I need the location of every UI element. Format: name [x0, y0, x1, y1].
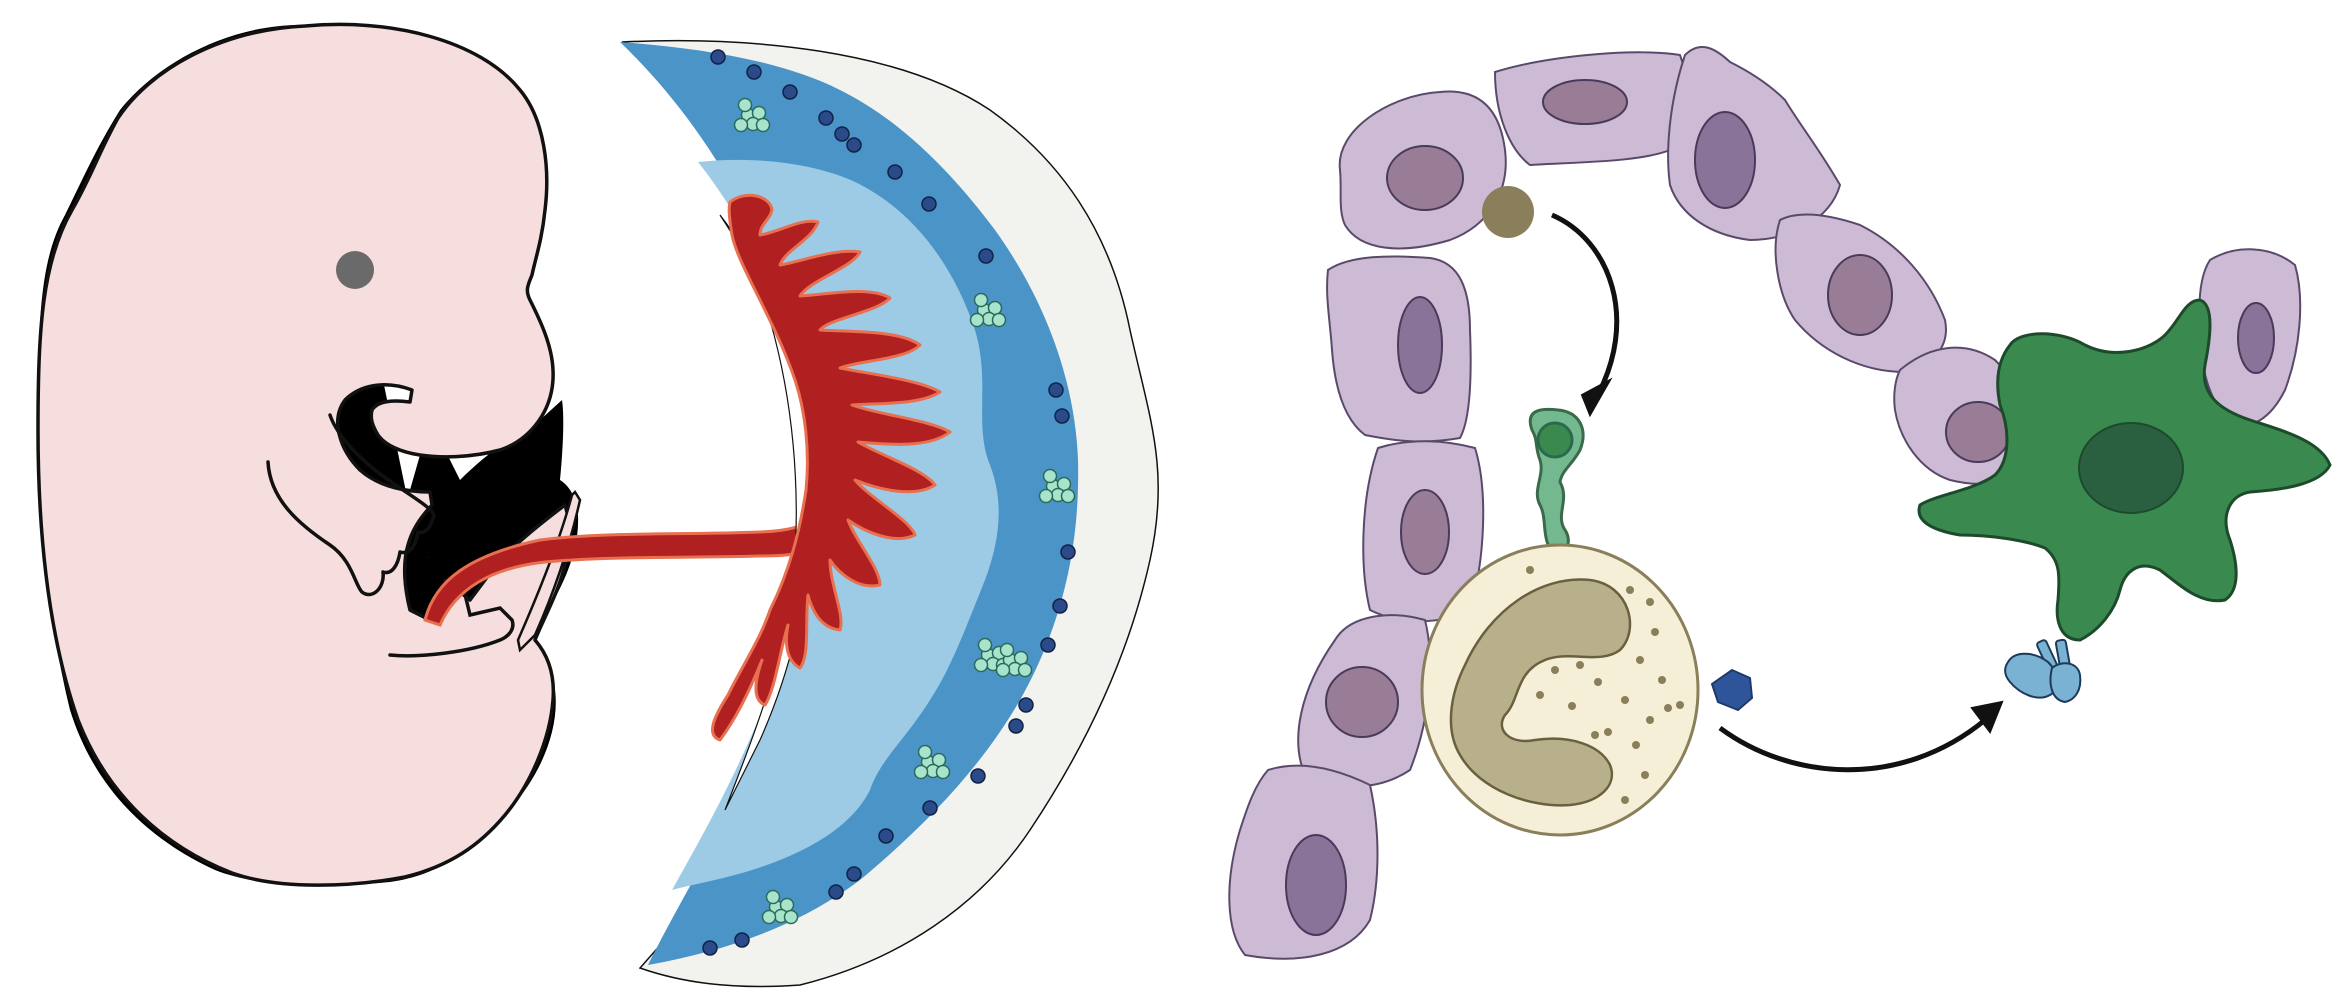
embryo-arm	[266, 413, 436, 597]
tissue-immune-panel	[1228, 45, 2332, 960]
maternal-cell	[878, 828, 894, 844]
epithelial-nucleus	[1400, 489, 1450, 575]
maternal-cell	[1040, 637, 1056, 653]
granule	[1641, 771, 1649, 779]
granule-particle	[1482, 186, 1534, 238]
maternal-cell	[921, 196, 937, 212]
granule	[1621, 696, 1629, 704]
granule	[1536, 691, 1544, 699]
granule	[1568, 702, 1576, 710]
granule	[1594, 678, 1602, 686]
granule	[1621, 796, 1629, 804]
epithelial-nucleus	[1325, 666, 1399, 738]
neutrophil-granules	[1526, 566, 1684, 804]
maternal-cell	[734, 932, 750, 948]
maternal-cell	[702, 940, 718, 956]
antigen	[1710, 668, 1754, 712]
epithelial-nucleus	[1542, 79, 1628, 125]
epithelial-nucleus	[1827, 254, 1893, 336]
maternal-cell	[922, 800, 938, 816]
epithelial-nucleus	[1945, 401, 2011, 463]
arrow-antigen-to-dendritic	[1718, 718, 1987, 773]
granule	[1551, 666, 1559, 674]
maternal-cells	[702, 49, 1076, 956]
dendritic-cell	[1917, 298, 2332, 642]
neutrophil-nucleus	[1449, 578, 1632, 807]
neutrophil	[1420, 543, 1700, 837]
maternal-cell	[828, 884, 844, 900]
maternal-cell	[710, 49, 726, 65]
placenta	[620, 39, 1160, 988]
arrow-head	[1580, 377, 1613, 418]
granule	[1632, 741, 1640, 749]
epithelial-nucleus	[1285, 834, 1347, 936]
maternal-cell	[978, 248, 994, 264]
embryo-eye	[336, 251, 374, 289]
granule	[1646, 598, 1654, 606]
epithelial-nucleus	[1397, 296, 1443, 394]
granule	[1636, 656, 1644, 664]
maternal-cell	[846, 866, 862, 882]
maternal-cell	[1054, 408, 1070, 424]
arrow-head	[1970, 700, 2004, 735]
epithelial-nucleus	[1694, 111, 1756, 209]
receptor-head	[2049, 662, 2082, 704]
maternal-cell	[1052, 598, 1068, 614]
embryo-leg	[388, 580, 515, 658]
maternal-cell	[818, 110, 834, 126]
receptor	[2004, 638, 2082, 704]
granule	[1664, 704, 1672, 712]
granule	[1626, 586, 1634, 594]
granule-release-cell	[1528, 407, 1585, 558]
dendritic-cell-nucleus	[2078, 422, 2184, 514]
maternal-cell	[887, 164, 903, 180]
maternal-cell	[1048, 382, 1064, 398]
granule	[1576, 661, 1584, 669]
granule-release-cell-nucleus	[1536, 421, 1574, 459]
granule	[1604, 728, 1612, 736]
epithelial-nucleus	[2237, 302, 2275, 374]
receptor-head	[2004, 652, 2059, 699]
maternal-cell	[782, 84, 798, 100]
granule	[1646, 716, 1654, 724]
maternal-cell	[834, 126, 850, 142]
granule	[1658, 676, 1666, 684]
arrow-granule-to-cell	[1551, 212, 1620, 402]
granule	[1651, 628, 1659, 636]
granule	[1676, 701, 1684, 709]
embryo	[36, 22, 571, 887]
granule	[1591, 731, 1599, 739]
maternal-cell	[1018, 697, 1034, 713]
granule	[1526, 566, 1534, 574]
maternal-cell	[846, 137, 862, 153]
maternal-cell	[1060, 544, 1076, 560]
maternal-cell	[746, 64, 762, 80]
villous-tree	[711, 193, 952, 742]
epithelial-nuclei	[1285, 79, 2275, 936]
epithelial-nucleus	[1386, 145, 1464, 211]
maternal-cell	[1008, 718, 1024, 734]
maternal-cell	[970, 768, 986, 784]
